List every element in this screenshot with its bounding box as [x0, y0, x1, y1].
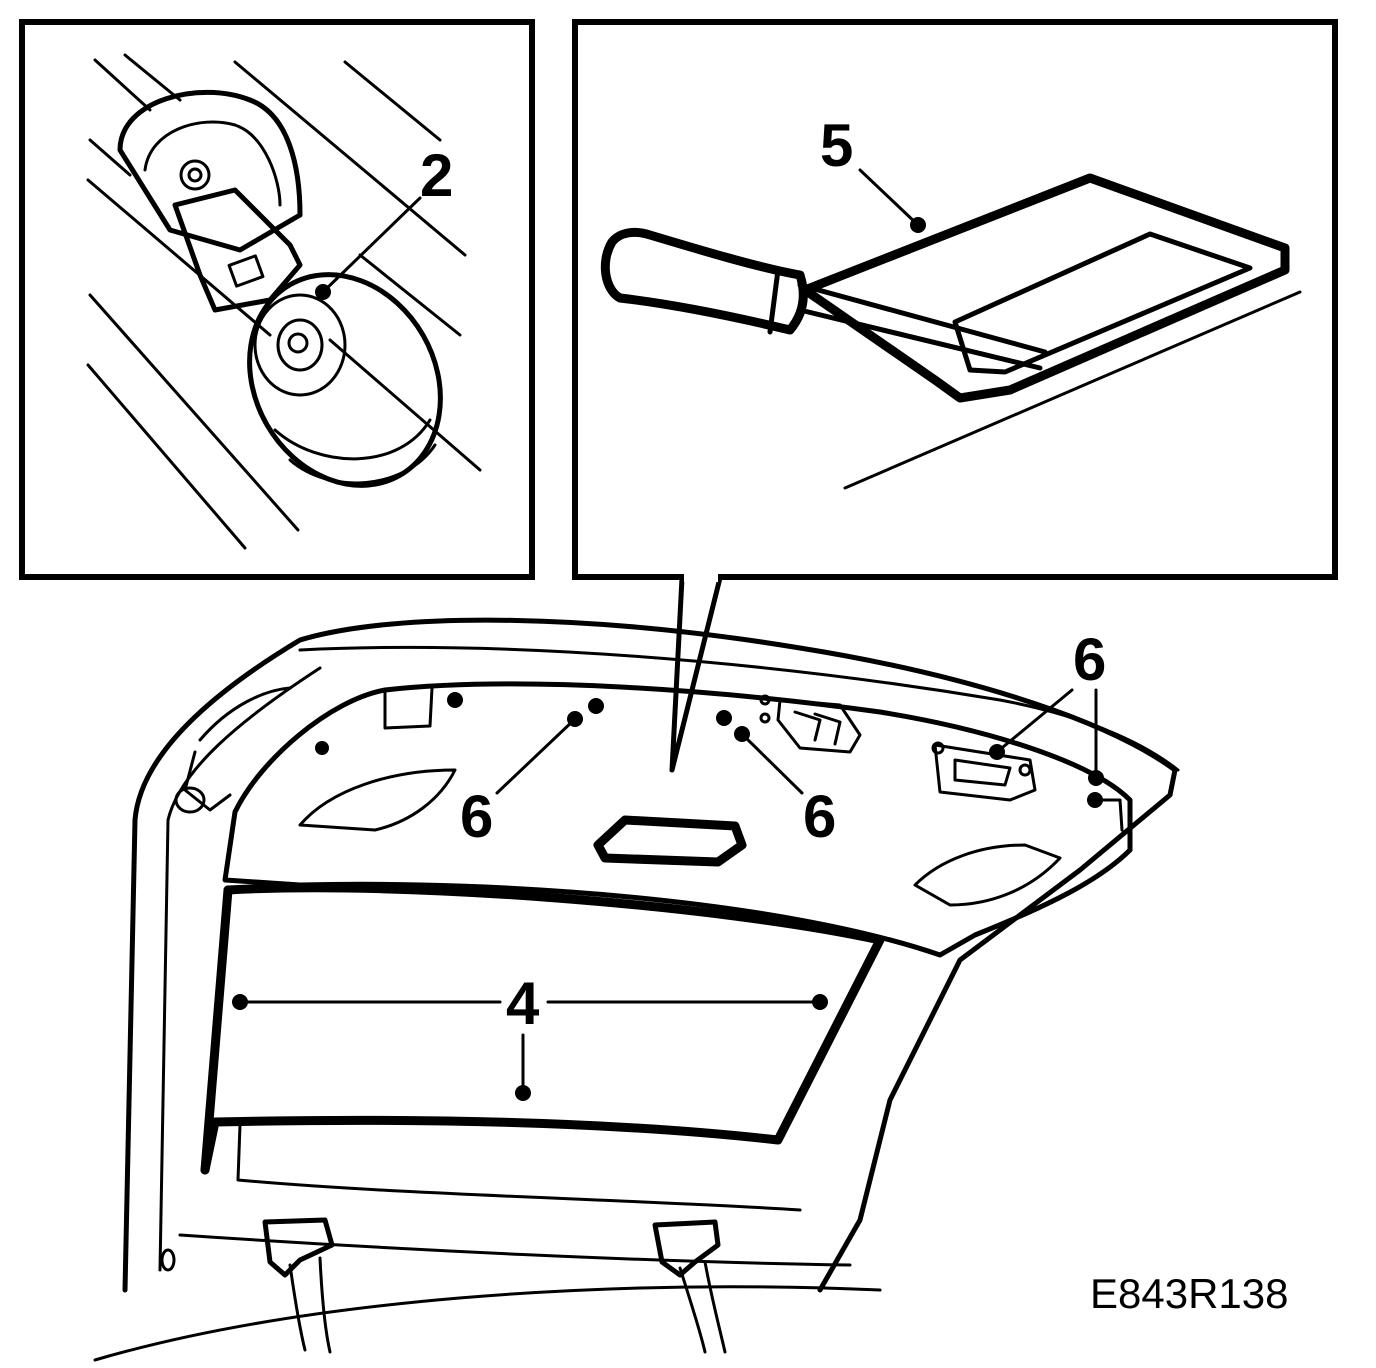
callout-6-left-label: 6: [460, 783, 493, 850]
screwdriver-drawing: [600, 173, 1302, 490]
figure-code: E843R138: [1090, 1270, 1289, 1317]
callout-dot: [315, 284, 331, 300]
leader-2: [321, 196, 422, 294]
fastener-dot: [1087, 792, 1103, 808]
tailgate-main-view: [93, 617, 1180, 1362]
inset-pointer: [669, 575, 723, 773]
leader-5: [858, 168, 920, 227]
callout-6-right-label: 6: [1073, 626, 1106, 693]
callout-2-label: 2: [420, 142, 453, 209]
fastener-dot: [716, 710, 732, 726]
callout-4-label: 4: [506, 970, 540, 1037]
callout-5-label: 5: [820, 112, 853, 179]
leader-6-right-a: [995, 688, 1074, 754]
callout-6-middle-label: 6: [803, 783, 836, 850]
callouts-main: 6 6 6 4: [238, 626, 1106, 1095]
fastener-dot: [447, 692, 463, 708]
leader-6-left: [495, 717, 577, 795]
clip-drawing: [86, 53, 482, 550]
fastener-dot: [588, 698, 604, 714]
inset-clip-detail: 2: [19, 19, 535, 580]
callout-dot: [910, 217, 926, 233]
inset-screwdriver-detail: 5: [572, 19, 1338, 580]
fastener-dot: [315, 741, 329, 755]
leader-6-middle: [740, 732, 804, 795]
